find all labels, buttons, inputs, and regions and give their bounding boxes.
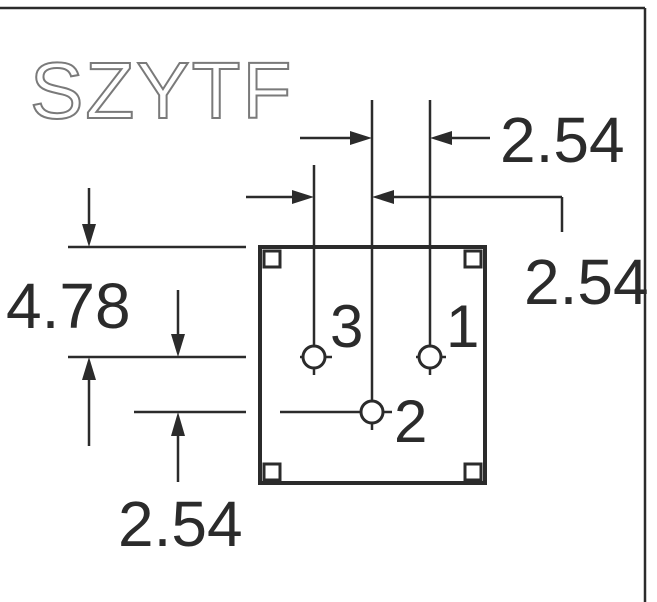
top-pitch-right-arrow bbox=[430, 131, 452, 145]
top-pitch-left-arrow bbox=[350, 131, 372, 145]
right-pitch-left-arrow bbox=[292, 190, 314, 204]
corner-pad-top-right bbox=[463, 249, 483, 269]
top-pitch-label: 2.54 bbox=[500, 104, 625, 176]
pin2-circle bbox=[359, 399, 385, 425]
corner-pad-bottom-left bbox=[262, 462, 282, 482]
right-pitch-label: 2.54 bbox=[524, 246, 649, 318]
corner-pad-top-left bbox=[262, 249, 282, 269]
pin3-label: 3 bbox=[330, 293, 363, 360]
bottom-pitch-label: 2.54 bbox=[118, 488, 243, 560]
height-mid-down-arrow bbox=[171, 334, 185, 357]
right-pitch-right-arrow bbox=[372, 190, 394, 204]
height-mid-up-arrow bbox=[82, 357, 96, 380]
bottom-pitch-up-arrow bbox=[171, 412, 185, 436]
height-top-arrow bbox=[82, 224, 96, 247]
height-label: 4.78 bbox=[6, 270, 131, 342]
pin3-circle bbox=[301, 344, 327, 370]
pin1-label: 1 bbox=[446, 293, 479, 360]
corner-pad-bottom-right bbox=[463, 462, 483, 482]
pin2-label: 2 bbox=[394, 388, 427, 455]
pin1-circle bbox=[417, 344, 443, 370]
logo-watermark: SZYTF bbox=[30, 46, 293, 135]
